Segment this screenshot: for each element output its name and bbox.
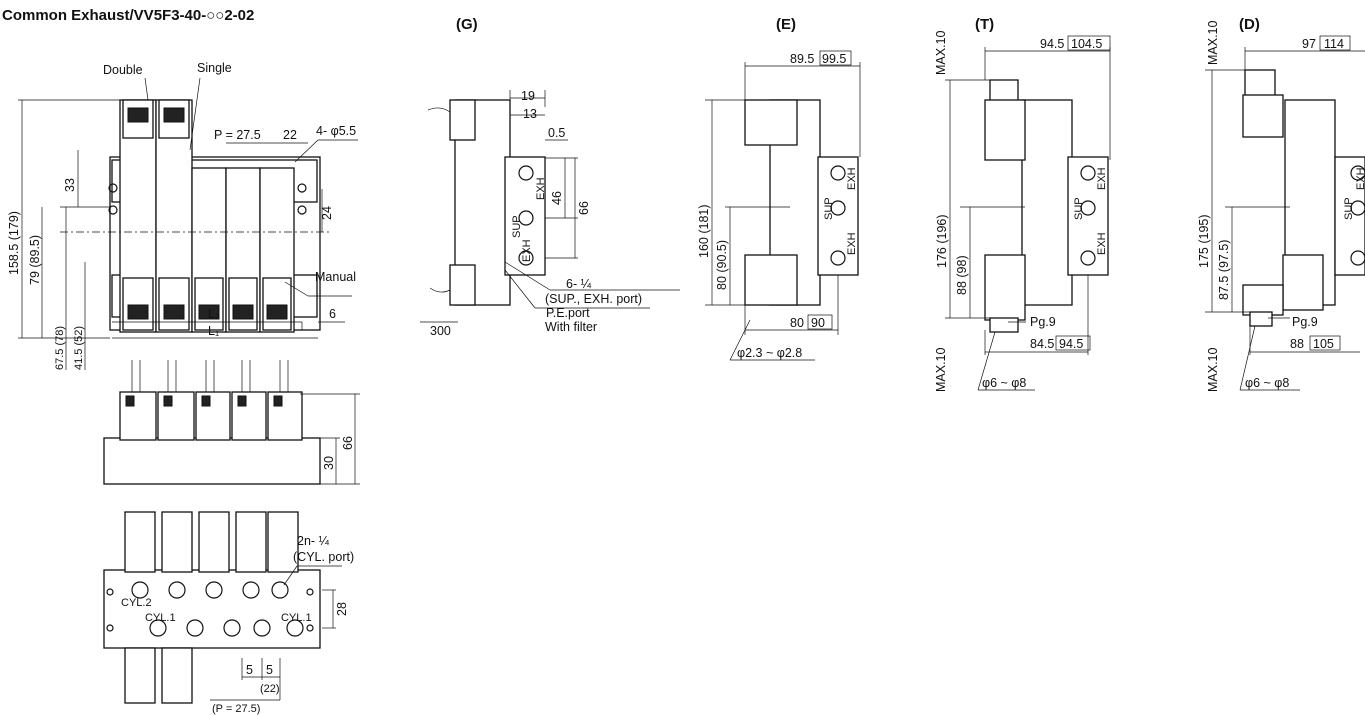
view-d-pg: Pg.9 [1292, 315, 1318, 329]
view-g-dim-300: 300 [430, 324, 451, 338]
view-d-width-bot: 88 [1290, 337, 1304, 351]
view-g-dim-66: 66 [577, 201, 591, 215]
label-cyl2: CYL.2 [121, 597, 152, 609]
view-d-sup: SUP [1343, 197, 1355, 220]
label-height-33: 33 [63, 178, 77, 192]
label-height-67: 67.5 (78) [54, 326, 66, 370]
view-e-cable: φ2.3 ~ φ2.8 [737, 346, 802, 360]
view-g-pe: P.E.port [546, 306, 590, 320]
label-manual: Manual [315, 270, 356, 284]
view-d-width-top-box: 114 [1324, 37, 1344, 51]
view-g-dim-13: 13 [523, 107, 537, 121]
label-cyl1-right: CYL.1 [281, 612, 312, 624]
view-e-exh2: EXH [846, 232, 858, 255]
view-g-exh: EXH [535, 177, 547, 200]
label-dim-22: 22 [283, 128, 297, 142]
view-e-exh: EXH [846, 167, 858, 190]
view-g-filter: With filter [545, 320, 597, 334]
view-d-max-bot: MAX.10 [1206, 347, 1220, 392]
label-dim-5b: 5 [266, 663, 273, 677]
view-t-max-top: MAX.10 [934, 30, 948, 75]
label-dim-28: 28 [335, 602, 349, 616]
view-t-exh: EXH [1096, 167, 1108, 190]
label-pitch: (P = 27.5) [212, 703, 260, 715]
view-d-width-bot-box: 105 [1313, 337, 1334, 351]
view-e-width-bot: 80 [790, 316, 804, 330]
view-d: (D) MAX.10 MAX.10 97 114 175 (195) 87.5 … [1197, 16, 1365, 392]
label-height-24: 24 [320, 206, 334, 220]
view-e-width-top: 89.5 [790, 52, 814, 66]
view-e-name: (E) [776, 16, 796, 33]
view-g-dim-46: 46 [550, 191, 564, 205]
view-t-exh2: EXH [1096, 232, 1108, 255]
label-l1: L₁ [208, 324, 219, 338]
label-cyl-port-count: 2n- ¼ [297, 534, 330, 548]
label-cyl1-left: CYL.1 [145, 612, 176, 624]
view-d-max-top: MAX.10 [1206, 20, 1220, 65]
view-d-height-half: 87.5 (97.5) [1217, 240, 1231, 300]
view-t-pg: Pg.9 [1030, 315, 1056, 329]
side-view: 66 30 [103, 360, 360, 485]
drawing-title: Common Exhaust/VV5F3-40-○○2-02 [2, 7, 254, 24]
view-e-sup: SUP [823, 197, 835, 220]
label-height-total: 158.5 (179) [7, 211, 21, 275]
view-d-cable: φ6 ~ φ8 [1245, 376, 1289, 390]
view-e-height-half: 80 (90.5) [715, 240, 729, 290]
view-t-name: (T) [975, 16, 994, 33]
view-g-port-desc: (SUP., EXH. port) [545, 292, 642, 306]
view-t: (T) MAX.10 MAX.10 94.5 104.5 176 (196) 8… [934, 16, 1111, 392]
label-single: Single [197, 61, 232, 75]
view-e-height-total: 160 (181) [697, 204, 711, 258]
label-height-41: 41.5 (52) [73, 326, 85, 370]
view-g-sup: SUP [511, 215, 523, 238]
view-t-width-bot-box: 94.5 [1059, 337, 1083, 351]
view-d-height-total: 175 (195) [1197, 214, 1211, 268]
bottom-view: 2n- ¼ (CYL. port) CYL.2 CYL.1 CYL.1 28 5… [103, 511, 354, 715]
view-g-name: (G) [456, 16, 478, 33]
label-height-30: 30 [322, 456, 336, 470]
main-front-view: Double Single P = 27.5 22 4- φ5.5 158.5 … [7, 61, 358, 370]
label-height-66: 66 [341, 436, 355, 450]
label-pitch: P = 27.5 [214, 128, 261, 142]
view-e-width-top-box: 99.5 [822, 52, 846, 66]
view-t-sup: SUP [1073, 197, 1085, 220]
view-g-dim-05: 0.5 [548, 126, 565, 140]
view-d-name: (D) [1239, 16, 1260, 33]
label-double: Double [103, 63, 143, 77]
label-cyl-port: (CYL. port) [293, 550, 354, 564]
label-holes: 4- φ5.5 [316, 124, 356, 138]
view-d-width-top: 97 [1302, 37, 1316, 51]
view-g-dim-19: 19 [521, 89, 535, 103]
view-g: (G) 19 13 0.5 46 66 SUP EXH EXH 6- ¼ (SU… [420, 16, 680, 338]
label-dim-5a: 5 [246, 663, 253, 677]
view-g-exh2: EXH [521, 239, 533, 262]
view-t-max-bot: MAX.10 [934, 347, 948, 392]
view-t-width-bot: 84.5 [1030, 337, 1054, 351]
view-t-width-top: 94.5 [1040, 37, 1064, 51]
view-d-exh: EXH [1355, 167, 1365, 190]
view-e: (E) 89.5 99.5 160 (181) 80 (90.5) 80 90 … [697, 16, 861, 361]
label-dim-6: 6 [329, 307, 336, 321]
view-t-height-half: 88 (98) [955, 255, 969, 295]
view-t-height-total: 176 (196) [935, 214, 949, 268]
label-height-79: 79 (89.5) [28, 235, 42, 285]
label-dim-22: (22) [260, 683, 280, 695]
label-l2: L₂ [208, 307, 220, 321]
view-t-cable: φ6 ~ φ8 [982, 376, 1026, 390]
view-e-width-bot-box: 90 [811, 316, 825, 330]
view-t-width-top-box: 104.5 [1071, 37, 1102, 51]
view-g-ports: 6- ¼ [566, 277, 592, 291]
